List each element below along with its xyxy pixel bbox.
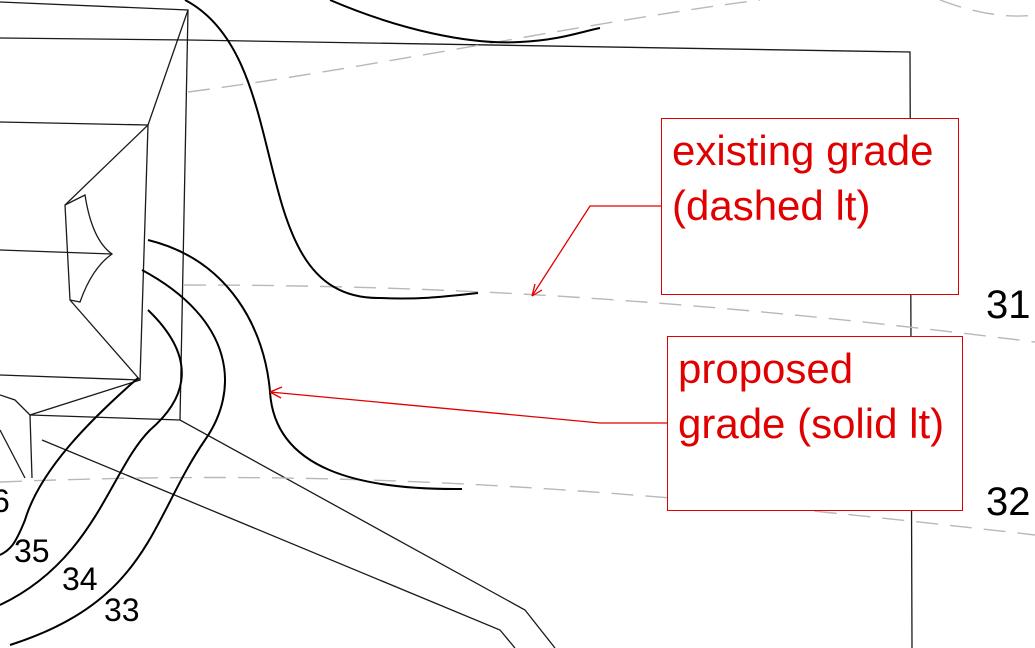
contour-label-partial: 6 (0, 483, 10, 519)
driveway-edge-lower (41, 439, 516, 648)
existing-grade-leader (531, 205, 662, 297)
roof-inner (0, 121, 149, 381)
proposed-contour-32 (147, 239, 463, 491)
existing-grade-contours (0, 0, 1035, 536)
elevation-label-32: 32 (986, 480, 1031, 524)
contour-label-35: 35 (14, 533, 50, 569)
driveway-edge-upper (29, 414, 556, 648)
eave-corner (0, 394, 31, 416)
proposed-grade-contours (0, 0, 601, 646)
existing-grade-callout: existing grade (dashed lt) (661, 118, 959, 295)
existing-grade-arrowhead (531, 283, 543, 297)
proposed-contour-33 (9, 269, 226, 646)
dormer-face (64, 194, 114, 303)
wall-left (0, 429, 26, 479)
elevation-label-31: 31 (986, 283, 1031, 327)
proposed-grade-leader (269, 391, 668, 424)
proposed-contour-34 (0, 309, 183, 606)
existing-contour-top (187, 0, 761, 93)
proposed-contour-31 (184, 0, 479, 300)
contour-label-34: 34 (62, 561, 98, 597)
building-outline (0, 1, 913, 648)
existing-contour-top-right (939, 0, 1035, 17)
existing-contour-31 (183, 284, 1035, 343)
roof-hip (147, 9, 189, 126)
proposed-grade-callout: proposed grade (solid lt) (667, 336, 963, 511)
contour-label-33: 33 (104, 592, 140, 628)
proposed-grade-arrowhead (269, 386, 283, 399)
existing-contour-32 (0, 476, 1035, 536)
dormer-midline (0, 249, 113, 255)
proposed-contour-35 (0, 377, 139, 556)
proposed-contour-top (329, 0, 601, 44)
roof-ridge-left (0, 1, 189, 421)
